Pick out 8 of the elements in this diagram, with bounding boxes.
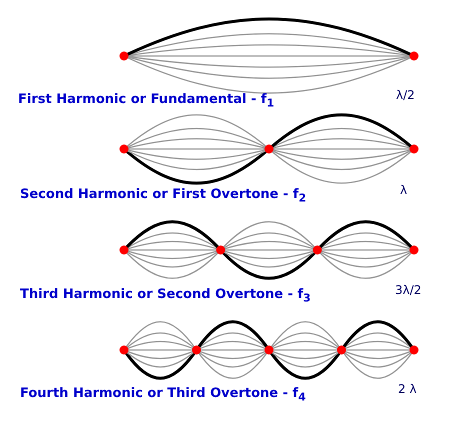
harmonic-label: Second Harmonic or First Overtone - f$_{2}$ xyxy=(20,187,306,205)
wavelength-label: λ/2 xyxy=(396,88,415,102)
wavelength-label: 2 λ xyxy=(398,382,417,396)
harmonic-label: Third Harmonic or Second Overtone - f$_{3}$ xyxy=(20,287,311,305)
wavelength-label: λ xyxy=(400,183,408,197)
harmonic-label: Fourth Harmonic or Third Overtone - f$_{4}$ xyxy=(20,386,306,404)
harmonic-label: First Harmonic or Fundamental - f$_{1}$ xyxy=(18,92,274,110)
wavelength-label: 3λ/2 xyxy=(395,283,422,297)
